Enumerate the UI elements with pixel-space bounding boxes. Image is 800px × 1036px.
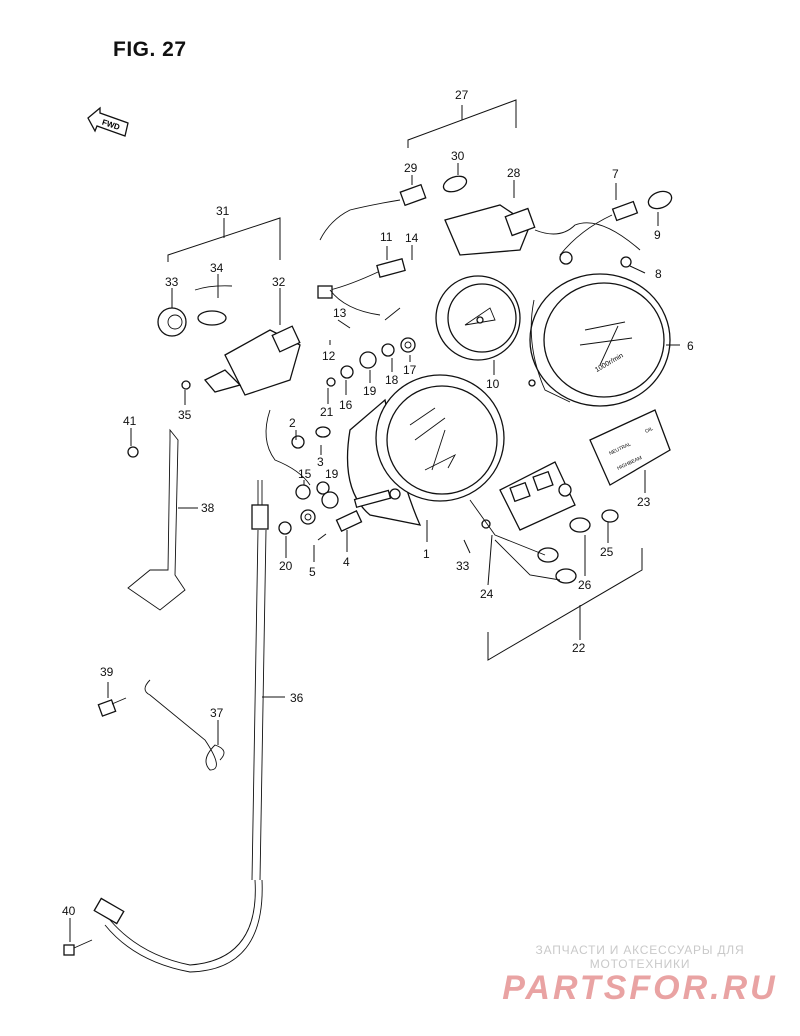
callout-33b: 33: [456, 559, 470, 573]
bracket-38: [127, 428, 186, 611]
callout-23: 23: [637, 495, 651, 509]
callout-26: 26: [578, 578, 592, 592]
callout-27: 27: [455, 88, 469, 102]
callout-19a: 19: [363, 384, 377, 398]
callout-36: 36: [290, 691, 304, 705]
bracket-22: [487, 548, 643, 661]
watermark-tagline: ЗАПЧАСТИ И АКСЕССУАРЫ ДЛЯ МОТОТЕХНИКИ: [535, 943, 745, 971]
fwd-arrow-icon: FWD: [87, 106, 129, 137]
callout-13: 13: [333, 306, 347, 320]
bolt-39: [97, 697, 127, 717]
callout-16: 16: [339, 398, 353, 412]
callout-1: 1: [423, 547, 430, 561]
bulb-7: [611, 200, 639, 222]
callout-3: 3: [317, 455, 324, 469]
callout-21: 21: [320, 405, 334, 419]
callout-15: 15: [298, 467, 312, 481]
callout-24: 24: [480, 587, 494, 601]
tachometer: 1000r/min: [528, 273, 671, 407]
small-parts: [127, 251, 632, 584]
callout-40: 40: [62, 904, 76, 918]
callout-32: 32: [272, 275, 286, 289]
socket-assembly-31: [157, 285, 301, 396]
callout-20: 20: [279, 559, 293, 573]
callout-25: 25: [600, 545, 614, 559]
callout-37: 37: [210, 706, 224, 720]
callout-9: 9: [654, 228, 661, 242]
callout-labels: 1 2 3 4 5 6 7 8 9 10 11 12 13 14 15 16 1…: [62, 88, 694, 918]
callout-8: 8: [655, 267, 662, 281]
callout-28: 28: [507, 166, 521, 180]
callout-17: 17: [403, 363, 417, 377]
bolt-40: [63, 939, 93, 956]
callout-14: 14: [405, 231, 419, 245]
cable-36: [93, 480, 269, 973]
callout-30: 30: [451, 149, 465, 163]
callout-12: 12: [322, 349, 336, 363]
watermark-brand: PARTSFOR.RU: [502, 969, 778, 1007]
callout-22: 22: [572, 641, 586, 655]
indicator-panel: NEUTRAL OIL HIGHBEAM: [499, 409, 671, 531]
bracket-31: [167, 217, 281, 262]
callout-7: 7: [612, 167, 619, 181]
figure-title: FIG. 27: [113, 38, 187, 61]
spring-37: [144, 679, 225, 771]
watermark: ЗАПЧАСТИ И АКСЕССУАРЫ ДЛЯ МОТОТЕХНИКИ PA…: [490, 943, 790, 1008]
speedometer: [346, 374, 505, 526]
callout-18: 18: [385, 373, 399, 387]
callout-39: 39: [100, 665, 114, 679]
leader-lines: [69, 163, 680, 942]
harness-11: [317, 258, 406, 321]
callout-6: 6: [687, 339, 694, 353]
callout-35: 35: [178, 408, 192, 422]
bulb-9: [559, 190, 673, 256]
bulb-30: [442, 175, 468, 193]
callout-34: 34: [210, 261, 224, 275]
callout-33a: 33: [165, 275, 179, 289]
socket-28: [444, 204, 641, 256]
callout-4: 4: [343, 555, 350, 569]
callout-41: 41: [123, 414, 137, 428]
callout-31: 31: [216, 204, 230, 218]
small-gauge: [435, 275, 521, 361]
callout-11: 11: [380, 230, 393, 244]
bracket-27: [407, 99, 517, 148]
callout-10: 10: [486, 377, 500, 391]
callout-5: 5: [309, 565, 316, 579]
bulb-29: [319, 183, 427, 241]
callout-19b: 19: [325, 467, 339, 481]
callout-29: 29: [404, 161, 418, 175]
callout-2: 2: [289, 416, 296, 430]
callout-38: 38: [201, 501, 215, 515]
indicator-text-2: OIL: [644, 426, 654, 435]
